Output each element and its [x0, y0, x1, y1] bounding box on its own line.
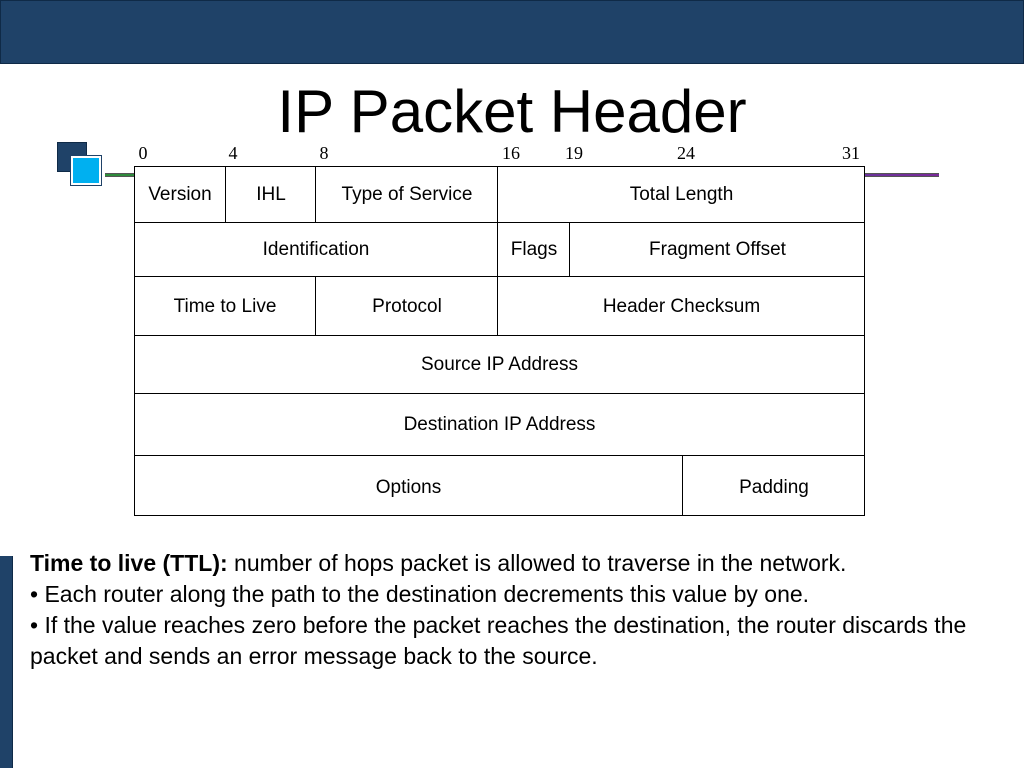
bit-label-4: 4 — [228, 143, 238, 163]
ip-header-table: Version IHL Type of Service Total Length… — [134, 166, 865, 516]
col-divider-flags — [569, 223, 570, 277]
bit-label-8: 8 — [319, 143, 329, 163]
ttl-definition-line: Time to live (TTL): number of hops packe… — [30, 548, 990, 579]
field-fragment-offset: Fragment Offset — [570, 223, 865, 277]
row-divider-4 — [134, 393, 865, 394]
bit-label-0: 0 — [138, 143, 148, 163]
col-divider-ttl — [315, 277, 316, 336]
field-options: Options — [134, 456, 683, 516]
left-accent-bar — [0, 556, 13, 768]
table-border-left — [134, 166, 135, 516]
col-divider-protocol — [497, 277, 498, 336]
col-divider-options — [682, 456, 683, 516]
decorative-square-light — [70, 155, 102, 186]
row-divider-2 — [134, 276, 865, 277]
top-banner — [0, 0, 1024, 64]
ttl-term: Time to live (TTL): — [30, 550, 228, 576]
ttl-definition: number of hops packet is allowed to trav… — [227, 550, 847, 576]
ttl-bullet-1: • Each router along the path to the dest… — [30, 581, 810, 607]
bit-label-19: 19 — [565, 143, 583, 163]
col-divider-identification — [497, 223, 498, 277]
field-protocol: Protocol — [316, 277, 498, 336]
field-ihl: IHL — [226, 166, 316, 223]
table-border-top — [134, 166, 865, 167]
field-padding: Padding — [683, 456, 865, 516]
row-divider-1 — [134, 222, 865, 223]
field-version: Version — [134, 166, 226, 223]
field-header-checksum: Header Checksum — [498, 277, 865, 336]
table-border-bottom — [134, 515, 865, 516]
col-divider-ihl — [315, 166, 316, 223]
col-divider-version — [225, 166, 226, 223]
field-time-to-live: Time to Live — [134, 277, 316, 336]
field-identification: Identification — [134, 223, 498, 277]
table-border-right — [864, 166, 865, 516]
ttl-explanation: Time to live (TTL): number of hops packe… — [30, 548, 990, 672]
ttl-bullet-2: • If the value reaches zero before the p… — [30, 612, 967, 669]
row-divider-3 — [134, 335, 865, 336]
field-source-ip: Source IP Address — [134, 336, 865, 394]
col-divider-tos — [497, 166, 498, 223]
row-divider-5 — [134, 455, 865, 456]
bit-label-16: 16 — [502, 143, 520, 163]
field-destination-ip: Destination IP Address — [134, 394, 865, 456]
bit-label-31: 31 — [842, 143, 860, 163]
field-total-length: Total Length — [498, 166, 865, 223]
bit-label-24: 24 — [677, 143, 695, 163]
field-flags: Flags — [498, 223, 570, 277]
slide-title: IP Packet Header — [277, 78, 747, 145]
field-type-of-service: Type of Service — [316, 166, 498, 223]
